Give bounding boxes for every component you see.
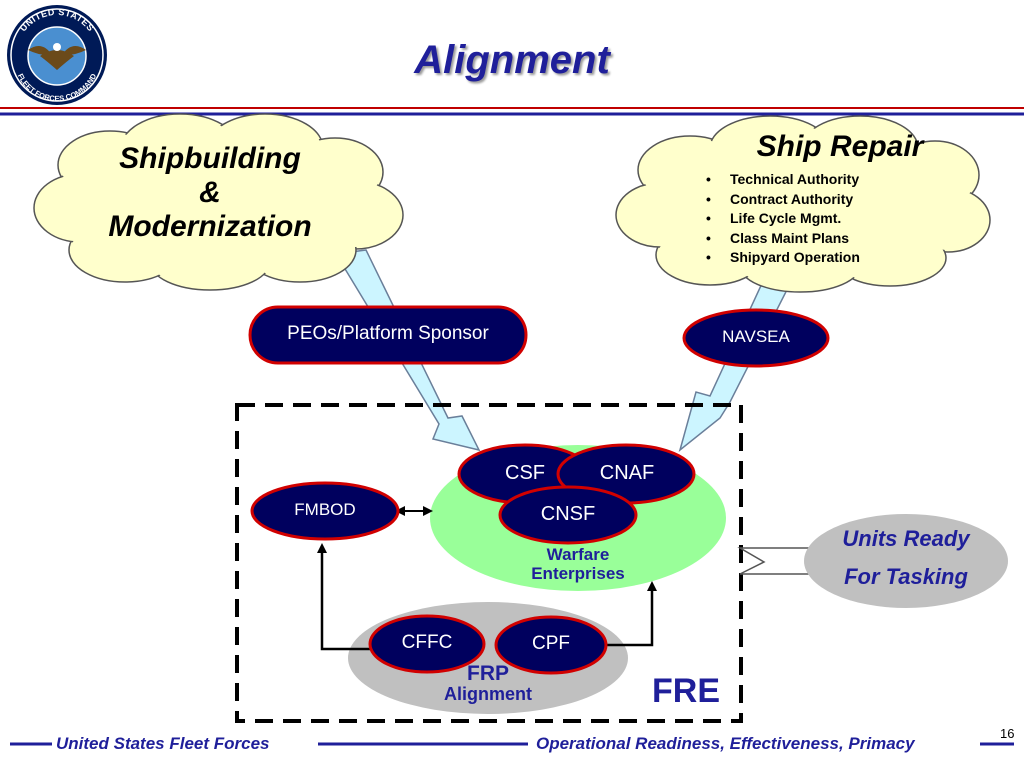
ship-repair-title: Ship Repair [756, 130, 924, 163]
cnsf-label: CNSF [540, 503, 596, 525]
footer-right-text: Operational Readiness, Effectiveness, Pr… [536, 734, 915, 753]
fmbod-label: FMBOD [294, 500, 356, 519]
frp-to-fmbod-connector [317, 543, 372, 651]
footer-left-text: United States Fleet Forces [56, 734, 270, 753]
shipbuilding-title-line1: Shipbuilding [119, 142, 301, 175]
fre-label: FRE [652, 672, 720, 710]
cpf-label: CPF [532, 633, 570, 654]
frp-label-line1: FRP [467, 662, 509, 685]
frp-label-line2: Alignment [444, 684, 532, 704]
cffc-label: CFFC [401, 632, 453, 653]
shipbuilding-title: Shipbuilding & Modernization [70, 142, 350, 244]
peos-node [248, 305, 528, 365]
shipbuilding-title-line3: Modernization [108, 210, 312, 243]
cffc-node [368, 614, 486, 674]
ship-repair-list: Technical Authority Contract Authority L… [706, 170, 860, 268]
fleet-forces-seal-icon: UNITED STATES FLEET FORCES COMMAND [7, 5, 107, 105]
fre-boundary [235, 403, 743, 723]
list-item: Technical Authority [706, 170, 860, 190]
list-item: Shipyard Operation [706, 248, 860, 268]
header-rule [0, 107, 1024, 116]
units-ready-label: Units Ready For Tasking [804, 520, 1008, 596]
frp-to-warfare-connector [606, 581, 657, 647]
units-ready-line2: For Tasking [844, 564, 968, 589]
list-item: Class Maint Plans [706, 229, 860, 249]
csf-label: CSF [505, 462, 545, 484]
peos-label: PEOs/Platform Sponsor [287, 323, 489, 344]
navsea-label: NAVSEA [722, 327, 790, 346]
cnaf-label: CNAF [599, 462, 655, 484]
warfare-enterprises-label: Warfare Enterprises [498, 545, 658, 583]
list-item: Life Cycle Mgmt. [706, 209, 860, 229]
shipbuilding-cloud [33, 113, 404, 291]
navsea-node [682, 308, 830, 368]
frp-alignment-label: FRP Alignment [408, 662, 568, 704]
page-title: Alignment [414, 38, 610, 82]
fmbod-node [250, 481, 400, 541]
units-ready-area [804, 514, 1008, 608]
units-ready-line1: Units Ready [842, 526, 970, 551]
cnsf-node [498, 485, 638, 545]
shipbuilding-title-line2: & [199, 176, 221, 209]
cpf-node [494, 615, 608, 675]
warfare-label-line2: Enterprises [531, 564, 625, 583]
warfare-label-line1: Warfare [546, 545, 610, 564]
page-number: 16 [1000, 726, 1015, 741]
list-item: Contract Authority [706, 190, 860, 210]
